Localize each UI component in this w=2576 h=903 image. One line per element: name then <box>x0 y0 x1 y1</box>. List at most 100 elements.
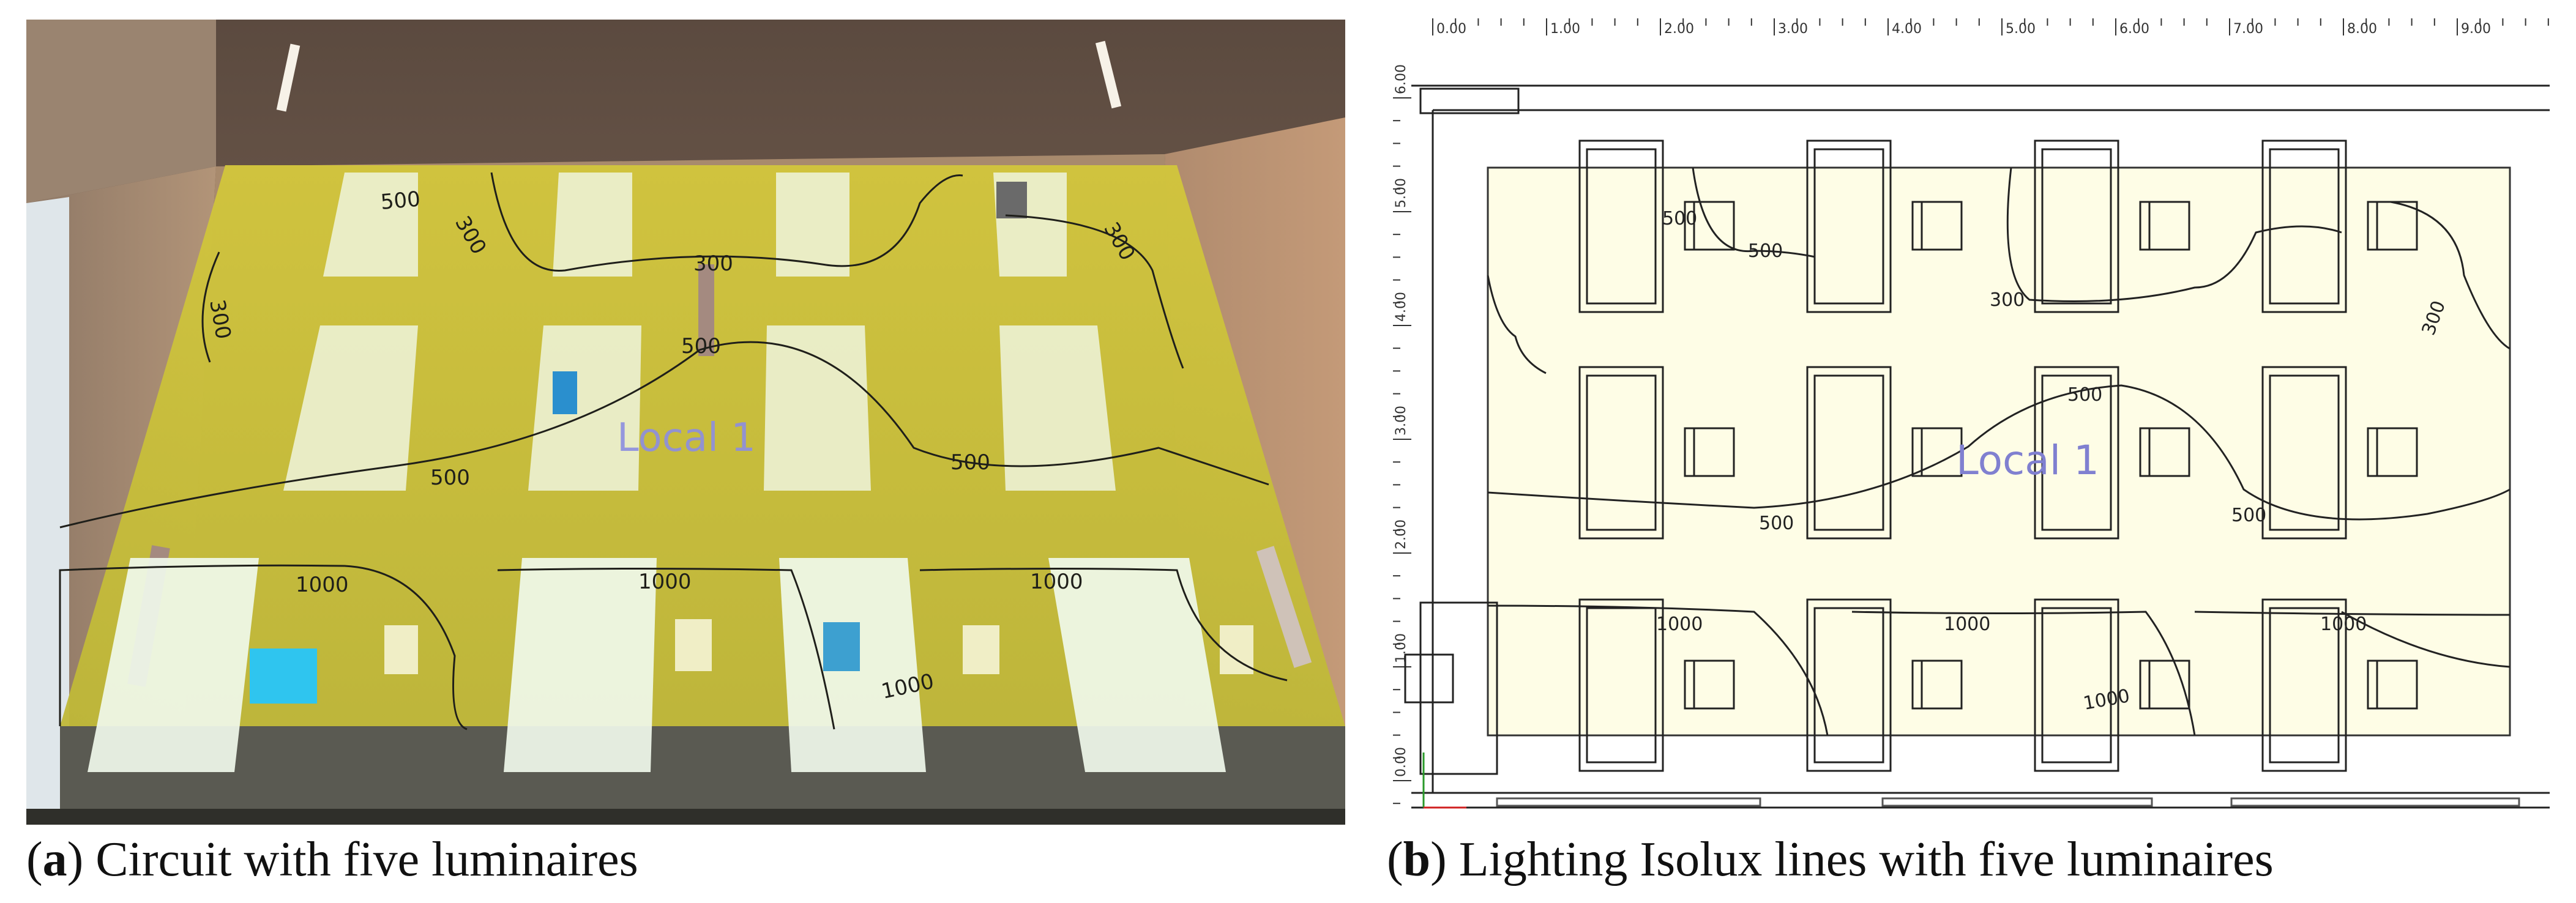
ruler-top-label: 2.00 <box>1664 21 1694 37</box>
desk <box>2261 139 2347 313</box>
contour-label: 1000 <box>2320 614 2367 635</box>
desk-inner <box>1586 148 1657 305</box>
desk-inner <box>1586 374 1657 531</box>
room-outline <box>1411 84 2550 809</box>
desk <box>2034 366 2119 540</box>
contour-label: 1000 <box>1656 614 1703 635</box>
ruler-top-label: 7.00 <box>2233 21 2263 37</box>
chair <box>1911 660 1963 710</box>
contour-label: 500 <box>1748 240 1783 262</box>
contour-label: 1000 <box>1944 614 1990 635</box>
contour-label: 500 <box>379 187 421 215</box>
ruler-left-label: 3.00 <box>1394 406 1409 436</box>
laptop <box>996 182 1027 218</box>
luminaire <box>698 264 714 356</box>
render-3d-panel: 500 300 300 300 300 500 500 500 1000 100… <box>26 20 1345 825</box>
desk-inner <box>2269 148 2340 305</box>
desk-row-front <box>88 558 1226 772</box>
contour-label: 500 <box>2231 505 2266 526</box>
desk <box>1806 598 1892 772</box>
ruler-top-label: 6.00 <box>2119 21 2149 37</box>
desk-inner <box>2041 607 2112 764</box>
desks <box>1404 139 2418 775</box>
contour-label: 300 <box>1990 289 2025 311</box>
laptop <box>553 371 577 414</box>
desk <box>2261 598 2347 772</box>
contour-label: 500 <box>1662 208 1697 229</box>
luminaire <box>276 43 301 112</box>
windows-bottom <box>1496 797 2520 807</box>
chair <box>2139 660 2190 710</box>
ruler-left-label: 4.00 <box>1394 292 1409 322</box>
chair <box>1911 201 1963 251</box>
desk <box>1806 366 1892 540</box>
desk <box>1578 598 1664 772</box>
desk-inner <box>1813 374 1884 531</box>
desk <box>2034 598 2119 772</box>
desk-inner <box>1813 148 1884 305</box>
floor-area <box>1487 166 2511 737</box>
chair <box>1684 660 1735 710</box>
ruler-left-label: 6.00 <box>1394 64 1409 94</box>
desk-inner <box>1813 607 1884 764</box>
desk <box>2034 139 2119 313</box>
caption-b: (b) Lighting Isolux lines with five lumi… <box>1387 833 2274 886</box>
desk-row-back <box>323 173 1067 277</box>
ruler-left-label: 0.00 <box>1394 747 1409 777</box>
room-label: Local 1 <box>1956 437 2099 484</box>
door-top <box>1419 87 1520 114</box>
floor-plane <box>60 165 1345 726</box>
luminaire <box>1095 40 1122 109</box>
contour-label: 300 <box>693 251 733 276</box>
isolux-contours <box>59 172 1288 730</box>
ruler-left-label: 5.00 <box>1394 178 1409 208</box>
desk-inner <box>2041 148 2112 305</box>
chair <box>1404 653 1454 704</box>
ruler-left-label: 1.00 <box>1394 633 1409 663</box>
ruler-top-label: 8.00 <box>2347 21 2377 37</box>
caption-a-letter: a <box>42 833 67 886</box>
contour-label: 500 <box>950 450 990 475</box>
ruler-top-label: 0.00 <box>1436 21 1466 37</box>
chair <box>1684 201 1735 251</box>
caption-a-text: ) Circuit with five luminaires <box>67 833 638 886</box>
contour-label: 500 <box>2067 384 2102 406</box>
desk-inner <box>2269 607 2340 764</box>
room-label: Local 1 <box>617 415 756 461</box>
ruler-left-label: 2.00 <box>1394 519 1409 549</box>
laptop <box>823 622 860 671</box>
chair <box>2139 201 2190 251</box>
origin-axes <box>1422 752 1466 809</box>
luminaire <box>1256 546 1312 668</box>
desk <box>1578 366 1664 540</box>
contour-label: 500 <box>681 334 721 359</box>
contour-label: 500 <box>430 466 470 490</box>
desk-inner <box>2041 374 2112 531</box>
chair <box>1684 427 1735 477</box>
ruler-left: 6.00 5.00 4.00 3.00 2.00 1.00 0.00 <box>1393 64 1411 805</box>
desk <box>2261 366 2347 540</box>
contour-label: 1000 <box>638 570 692 594</box>
chair <box>1911 427 1963 477</box>
ruler-top-label: 1.00 <box>1550 21 1580 37</box>
contour-label: 1000 <box>1030 570 1083 594</box>
render-3d-image: 500 300 300 300 300 500 500 500 1000 100… <box>26 20 1345 825</box>
caption-b-text: ) Lighting Isolux lines with five lumina… <box>1430 833 2274 886</box>
caption-a: (a) Circuit with five luminaires <box>26 833 638 886</box>
desk <box>1578 139 1664 313</box>
desk-inner <box>2269 374 2340 531</box>
laptop <box>250 648 317 704</box>
desk-row-middle <box>283 325 1116 491</box>
ruler-top-label: 4.00 <box>1892 21 1922 37</box>
desk-inner <box>1586 607 1657 764</box>
isolux-contours <box>1487 167 2511 736</box>
desk <box>1806 139 1892 313</box>
contour-label: 500 <box>1759 513 1794 534</box>
chair <box>2139 427 2190 477</box>
chair <box>2367 660 2418 710</box>
contour-label: 1000 <box>296 573 349 597</box>
desk <box>1419 601 1498 775</box>
